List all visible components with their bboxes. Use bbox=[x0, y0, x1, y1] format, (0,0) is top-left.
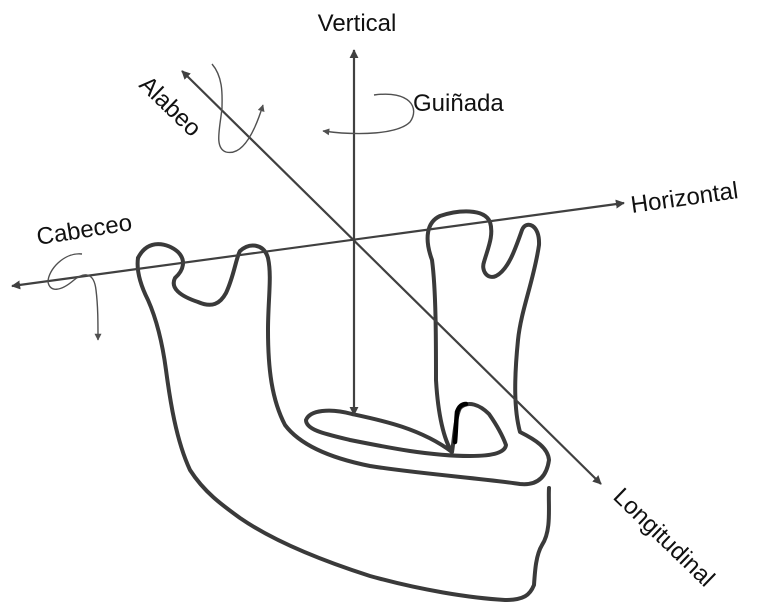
roll-label: Alabeo bbox=[134, 71, 207, 142]
horizontal-label: Horizontal bbox=[629, 177, 740, 219]
pitch-rotation-arrow bbox=[48, 254, 98, 340]
pitch-label: Cabeceo bbox=[35, 209, 134, 251]
mandible-outline bbox=[138, 211, 549, 600]
yaw-rotation-arrow bbox=[323, 94, 414, 133]
vertical-label: Vertical bbox=[318, 10, 397, 37]
longitudinal-label: Longitudinal bbox=[608, 483, 720, 592]
yaw-label: Guiñada bbox=[413, 90, 504, 117]
